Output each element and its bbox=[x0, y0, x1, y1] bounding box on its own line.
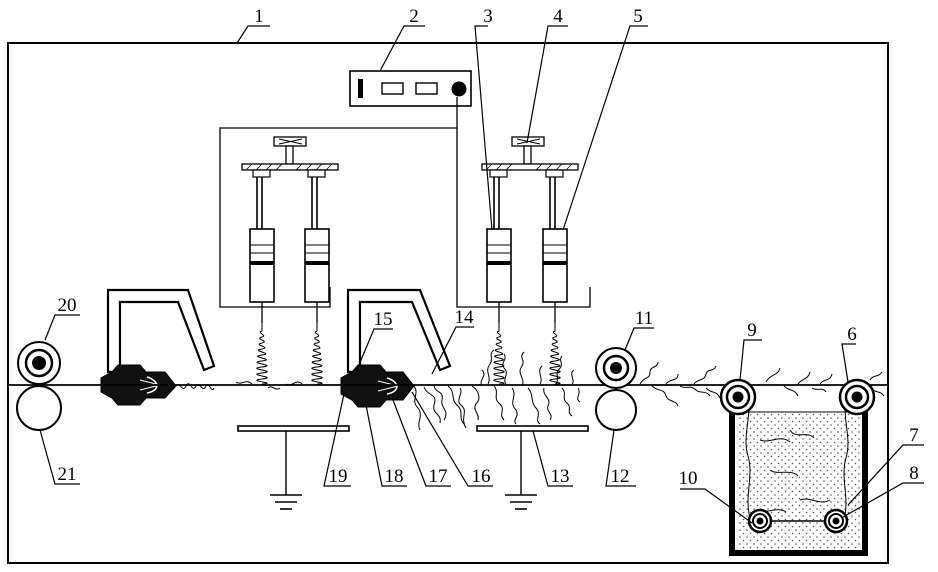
label-14: 14 bbox=[455, 307, 475, 328]
label-17: 17 bbox=[429, 466, 448, 487]
label-3: 3 bbox=[483, 6, 493, 27]
guide-roller-9 bbox=[721, 380, 755, 414]
wiring bbox=[220, 97, 590, 307]
guide-roller-8 bbox=[825, 510, 847, 532]
label-10: 10 bbox=[679, 468, 698, 489]
label-15: 15 bbox=[374, 309, 393, 330]
label-21: 21 bbox=[58, 464, 77, 485]
label-7: 7 bbox=[909, 425, 919, 446]
label-6: 6 bbox=[847, 324, 857, 345]
collector-plate-right bbox=[477, 426, 588, 509]
power-supply bbox=[350, 71, 471, 106]
hood-left bbox=[108, 290, 214, 372]
label-18: 18 bbox=[385, 466, 404, 487]
label-4: 4 bbox=[553, 6, 563, 27]
label-19: 19 bbox=[329, 466, 348, 487]
label-1: 1 bbox=[254, 6, 264, 27]
electrospray-jets bbox=[257, 323, 560, 384]
hood-middle bbox=[348, 290, 450, 372]
label-20: 20 bbox=[58, 295, 77, 316]
label-16: 16 bbox=[472, 466, 491, 487]
roller-pair-left bbox=[17, 342, 61, 430]
guide-roller-6 bbox=[840, 380, 874, 414]
syringe-pump-left bbox=[242, 137, 338, 323]
guide-roller-10 bbox=[749, 510, 771, 532]
label-2: 2 bbox=[409, 6, 419, 27]
label-12: 12 bbox=[611, 466, 630, 487]
label-13: 13 bbox=[551, 466, 570, 487]
label-11: 11 bbox=[635, 308, 653, 329]
label-8: 8 bbox=[909, 463, 919, 484]
nozzle-middle bbox=[341, 365, 414, 407]
label-9: 9 bbox=[747, 320, 757, 341]
roller-pair-middle bbox=[596, 348, 636, 430]
label-5: 5 bbox=[633, 6, 643, 27]
